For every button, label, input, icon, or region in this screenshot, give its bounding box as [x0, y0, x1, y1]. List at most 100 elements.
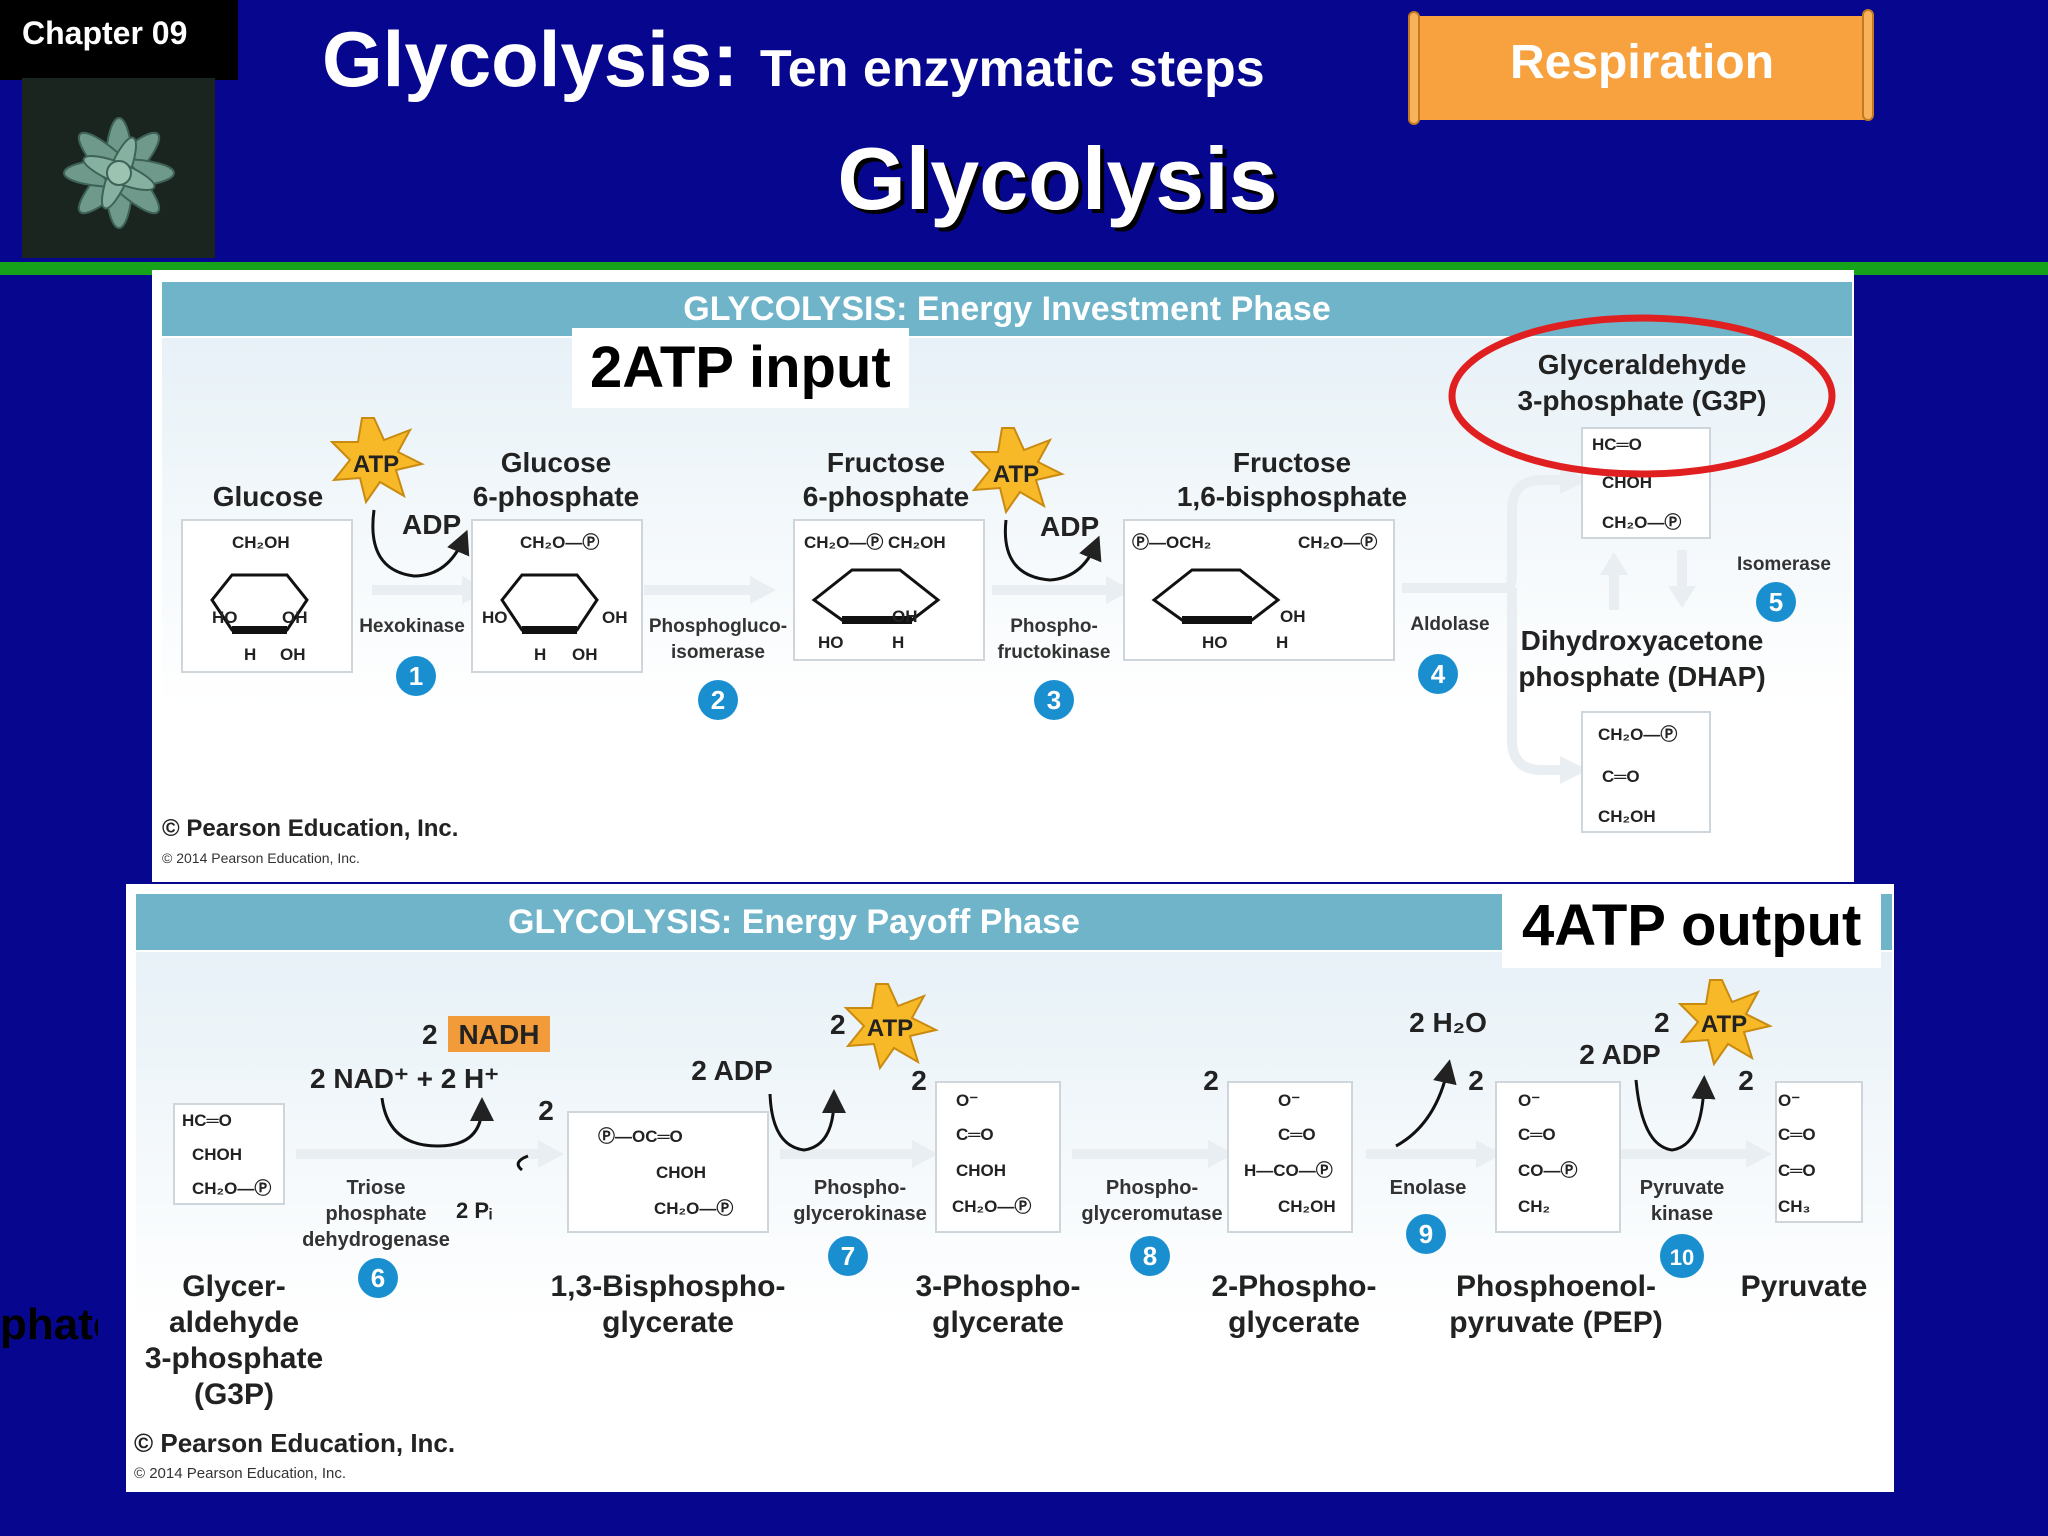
svg-text:C═O: C═O: [956, 1125, 994, 1144]
svg-text:C═O: C═O: [1778, 1161, 1816, 1180]
enzyme-pgm-2: glyceromutase: [1081, 1203, 1222, 1225]
investment-panel-body: [162, 338, 1852, 868]
svg-text:CH₂O—Ⓟ: CH₂O—Ⓟ: [654, 1198, 733, 1218]
atp-input-annotation: 2ATP input: [572, 328, 909, 408]
enzyme-hexokinase: Hexokinase: [359, 616, 465, 637]
svg-text:CHOH: CHOH: [192, 1145, 242, 1164]
svg-text:CH₂O—Ⓟ CH₂OH: CH₂O—Ⓟ CH₂OH: [804, 532, 946, 552]
svg-text:OH: OH: [602, 608, 628, 627]
step-3: 3: [1047, 685, 1061, 715]
svg-text:OH: OH: [572, 645, 598, 664]
svg-text:CH₂OH: CH₂OH: [232, 533, 290, 552]
enzyme-isomerase: Isomerase: [1737, 554, 1831, 575]
step-4: 4: [1431, 659, 1446, 689]
atp-label-7: ATP: [867, 1015, 913, 1042]
f16bp-name-2: 1,6-bisphosphate: [1177, 481, 1407, 512]
step-2: 2: [711, 685, 725, 715]
arrow-to-dhap: [1507, 588, 1562, 775]
enzyme-pgk-2: glycerokinase: [793, 1203, 926, 1225]
enzyme-enolase: Enolase: [1390, 1177, 1467, 1199]
arrow-to-g3p: [1402, 475, 1562, 593]
svg-text:HO: HO: [1202, 633, 1228, 652]
coef-bpg: 2: [538, 1095, 554, 1126]
step-5: 5: [1769, 587, 1783, 617]
svg-text:C═O: C═O: [1278, 1125, 1316, 1144]
svg-text:H: H: [534, 645, 546, 664]
dhap-name-2: phosphate (DHAP): [1518, 661, 1765, 692]
step-7: 7: [841, 1241, 855, 1271]
atp-output-annotation: 4ATP output: [1502, 884, 1882, 968]
coef-pg2: 2: [1203, 1065, 1219, 1096]
adp-label-2: ADP: [1040, 511, 1099, 542]
atp-burst-2: ATP: [969, 427, 1065, 515]
atp-label-2: ATP: [993, 461, 1039, 488]
pyruvate-name: Pyruvate: [1741, 1270, 1868, 1303]
svg-text:O⁻: O⁻: [1278, 1091, 1300, 1110]
glucose-box: [181, 519, 353, 673]
enzyme-gapdh-3: dehydrogenase: [302, 1229, 450, 1251]
svg-text:H: H: [244, 645, 256, 664]
enzyme-aldolase: Aldolase: [1410, 614, 1489, 635]
svg-text:HC═O: HC═O: [1592, 435, 1642, 454]
investment-credit: © Pearson Education, Inc.: [162, 815, 458, 842]
svg-text:OH: OH: [282, 608, 308, 627]
respiration-tag: Respiration: [1509, 36, 1775, 89]
g3p-name-3: 3-phosphate: [145, 1342, 323, 1375]
h2o-label: 2 H₂O: [1409, 1007, 1487, 1038]
adp-label-7: 2 ADP: [691, 1055, 772, 1086]
svg-text:C═O: C═O: [1778, 1125, 1816, 1144]
slide-subtitle: Glycolysis: [837, 129, 1278, 228]
atp-label-10: ATP: [1701, 1011, 1747, 1038]
payoff-credit-small: © 2014 Pearson Education, Inc.: [134, 1465, 346, 1482]
f6p-name-1: Fructose: [827, 447, 945, 478]
nadh-coef: 2: [422, 1019, 438, 1050]
svg-text:CHOH: CHOH: [656, 1163, 706, 1182]
pg2-name-1: 2-Phospho-: [1212, 1270, 1377, 1303]
bpg-name-1: 1,3-Bisphospho-: [550, 1270, 785, 1303]
enzyme-pk-2: kinase: [1651, 1203, 1713, 1225]
g6p-box: [471, 519, 643, 673]
dhap-box: [1581, 711, 1711, 833]
svg-text:H—CO—Ⓟ: H—CO—Ⓟ: [1244, 1160, 1333, 1180]
step-9: 9: [1419, 1219, 1433, 1249]
svg-text:H: H: [1276, 633, 1288, 652]
svg-text:O⁻: O⁻: [1778, 1091, 1800, 1110]
svg-text:CH₂O—Ⓟ: CH₂O—Ⓟ: [952, 1196, 1031, 1216]
dhap-name-1: Dihydroxyacetone: [1521, 625, 1764, 656]
atp-coef-7: 2: [830, 1009, 846, 1040]
svg-text:CH₂O—Ⓟ: CH₂O—Ⓟ: [1598, 724, 1677, 744]
svg-text:O⁻: O⁻: [956, 1091, 978, 1110]
svg-text:CO—Ⓟ: CO—Ⓟ: [1518, 1160, 1578, 1180]
g6p-name-1: Glucose: [501, 447, 611, 478]
payoff-banner-text: GLYCOLYSIS: Energy Payoff Phase: [508, 903, 1080, 941]
svg-text:HC═O: HC═O: [182, 1111, 232, 1130]
coef-pep: 2: [1468, 1065, 1484, 1096]
pep-name-2: pyruvate (PEP): [1449, 1306, 1662, 1339]
svg-text:CHOH: CHOH: [956, 1161, 1006, 1180]
step-6: 6: [371, 1263, 385, 1293]
svg-text:HO: HO: [482, 608, 508, 627]
g3p-box: [1581, 427, 1711, 539]
g3p-name-1: Glyceraldehyde: [1538, 349, 1747, 380]
pi-label: 2 Pᵢ: [456, 1198, 492, 1223]
svg-text:CHOH: CHOH: [1602, 473, 1652, 492]
svg-text:C═O: C═O: [1518, 1125, 1556, 1144]
chapter-label: Chapter 09: [0, 0, 238, 80]
svg-text:OH: OH: [892, 607, 918, 626]
slide-title: Glycolysis: Ten enzymatic steps: [322, 14, 1265, 105]
enzyme-gapdh-2: phosphate: [325, 1203, 426, 1225]
atp-label-1: ATP: [353, 451, 399, 478]
svg-text:O⁻: O⁻: [1518, 1091, 1540, 1110]
enzyme-pgi-1: Phosphogluco-: [649, 616, 787, 637]
step-8: 8: [1143, 1241, 1157, 1271]
f6p-name-2: 6-phosphate: [803, 481, 969, 512]
svg-text:CH₂O—Ⓟ: CH₂O—Ⓟ: [520, 532, 599, 552]
svg-text:CH₂OH: CH₂OH: [1598, 807, 1656, 826]
enzyme-pk-1: Pyruvate: [1640, 1177, 1725, 1199]
enzyme-gapdh-1: Triose: [347, 1177, 406, 1199]
g3p-name-2: aldehyde: [169, 1306, 299, 1339]
pep-name-1: Phosphoenol-: [1456, 1270, 1656, 1303]
adp-label-10: 2 ADP: [1579, 1039, 1660, 1070]
g3p-name-2: 3-phosphate (G3P): [1518, 385, 1767, 416]
